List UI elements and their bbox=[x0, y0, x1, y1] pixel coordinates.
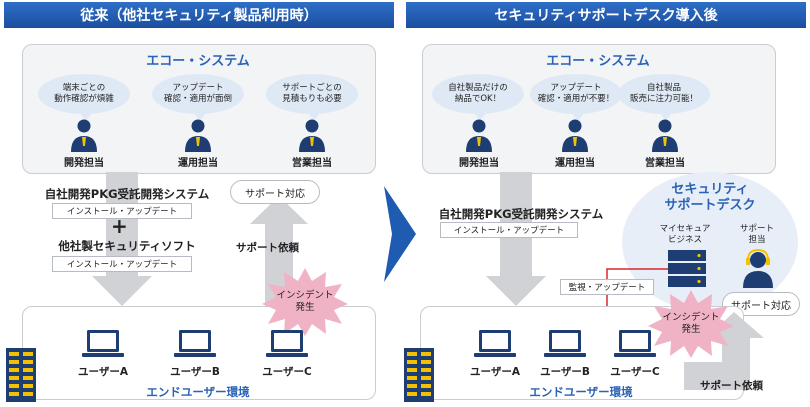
right-bubble-2: アップデート 確認・適用が不要！ bbox=[530, 74, 622, 121]
left-system-1: 自社開発PKG受託開発システム bbox=[44, 187, 210, 201]
right-role-2: 運用担当 bbox=[555, 158, 595, 169]
right-tag-1: インストール・アップデート bbox=[440, 222, 578, 238]
person-icon bbox=[562, 119, 588, 152]
person-icon bbox=[466, 119, 492, 152]
left-user-b: ユーザーB bbox=[170, 366, 220, 378]
incident-burst-icon bbox=[262, 268, 348, 336]
left-role-1: 開発担当 bbox=[64, 158, 104, 169]
left-system-2: 他社製セキュリティソフト bbox=[58, 239, 196, 253]
desk-business-label: マイセキュア ビジネス bbox=[659, 224, 711, 245]
right-incident-text: インシデント 発生 bbox=[662, 312, 720, 335]
person-icon bbox=[185, 119, 211, 152]
laptop-icon bbox=[174, 330, 216, 357]
left-support-request: サポート依頼 bbox=[236, 242, 299, 254]
left-user-a: ユーザーA bbox=[78, 366, 128, 378]
person-icon bbox=[71, 119, 97, 152]
plus-sign: + bbox=[111, 214, 128, 238]
right-env-label: エンドユーザー環境 bbox=[529, 385, 633, 399]
right-user-c: ユーザーC bbox=[610, 366, 660, 378]
left-bubble-2: アップデート 確認・適用が面倒 bbox=[152, 74, 244, 121]
monitor-label: 監視・アップデート bbox=[560, 279, 654, 295]
incident-burst-icon bbox=[648, 290, 734, 358]
support-agent-icon bbox=[743, 248, 773, 288]
right-role-1: 開発担当 bbox=[459, 158, 499, 169]
left-header-text: 従来（他社セキュリティ製品利用時） bbox=[80, 8, 318, 24]
right-role-3: 営業担当 bbox=[645, 158, 685, 169]
laptop-icon bbox=[474, 330, 516, 357]
right-user-a: ユーザーA bbox=[470, 366, 520, 378]
right-echo-system-title: エコー・システム bbox=[546, 54, 650, 69]
server-icon bbox=[404, 348, 434, 402]
laptop-icon bbox=[266, 330, 308, 357]
right-support-request: サポート依頼 bbox=[700, 380, 763, 392]
left-user-c: ユーザーC bbox=[262, 366, 312, 378]
left-up-arrow bbox=[250, 196, 308, 306]
left-role-2: 運用担当 bbox=[178, 158, 218, 169]
right-header: セキュリティサポートデスク導入後 bbox=[406, 2, 806, 28]
desk-staff-label: サポート 担当 bbox=[739, 224, 774, 245]
laptop-icon bbox=[614, 330, 656, 357]
left-env-label: エンドユーザー環境 bbox=[146, 385, 250, 399]
transition-arrow-icon bbox=[384, 186, 416, 282]
person-icon bbox=[299, 119, 325, 152]
right-down-arrow bbox=[486, 172, 546, 306]
right-bubble-1: 自社製品だけの 納品でOK！ bbox=[432, 74, 524, 121]
left-echo-system-title: エコー・システム bbox=[146, 54, 250, 69]
left-tag-2: インストール・アップデート bbox=[52, 256, 192, 272]
right-request-arrow bbox=[684, 312, 764, 390]
left-incident-text: インシデント 発生 bbox=[276, 290, 334, 313]
server-icon bbox=[6, 348, 36, 402]
right-bubble-3: 自社製品 販売に注力可能！ bbox=[618, 74, 710, 121]
left-support-pill: サポート対応 bbox=[230, 180, 320, 204]
right-system-1: 自社開発PKG受託開発システム bbox=[438, 207, 604, 221]
right-header-text: セキュリティサポートデスク導入後 bbox=[494, 8, 718, 24]
left-tag-1: インストール・アップデート bbox=[52, 203, 192, 219]
right-user-b: ユーザーB bbox=[540, 366, 590, 378]
server-stack-icon bbox=[668, 250, 706, 287]
left-bubble-1: 端末ごとの 動作確認が煩雑 bbox=[38, 74, 130, 121]
person-icon bbox=[652, 119, 678, 152]
left-header: 従来（他社セキュリティ製品利用時） bbox=[4, 2, 394, 28]
support-desk-title: セキュリティ サポートデスク bbox=[664, 182, 756, 213]
left-bubble-3: サポートごとの 見積もりも必要 bbox=[266, 74, 358, 121]
laptop-icon bbox=[82, 330, 124, 357]
left-role-3: 営業担当 bbox=[292, 158, 332, 169]
laptop-icon bbox=[544, 330, 586, 357]
